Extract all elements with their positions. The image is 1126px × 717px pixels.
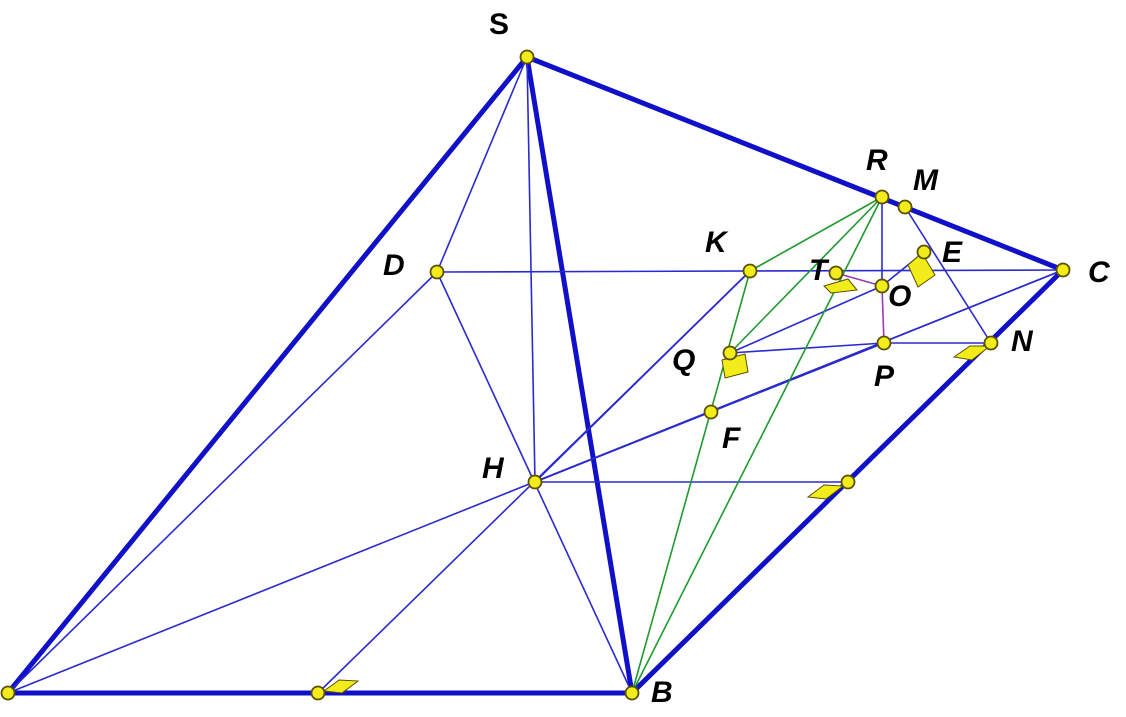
point-B [624,685,640,701]
pyramid-main-edges [5,54,1066,696]
auxiliary-segments [7,56,1064,694]
label-E: E [942,236,963,269]
point-L [840,474,856,490]
point-I [310,685,326,701]
point-O [874,278,890,294]
angle-markers [322,252,992,694]
segment-S-D [436,56,528,273]
segment-Q-R [729,196,883,354]
segment-S-H [526,56,536,483]
edge-S-B [524,54,635,696]
segment-O-P [881,285,885,344]
label-N: N [1011,325,1034,358]
label-O: O [888,280,911,313]
label-S: S [489,8,509,41]
segment-K-B [631,270,751,694]
segment-Q-O [729,285,883,354]
label-C: C [1088,256,1111,289]
edge-S-A [5,54,530,696]
label-H: H [482,452,505,485]
purple-segments [835,272,885,344]
segment-R-B [631,196,883,694]
label-R: R [866,144,888,177]
label-P: P [874,360,895,393]
point-Q [722,345,738,361]
point-D [429,264,445,280]
point-S [519,49,535,65]
segment-Q-P [729,342,885,354]
green-segments [631,196,883,694]
point-C [1055,262,1071,278]
segment-K-R [749,196,883,272]
label-F: F [722,422,741,455]
label-B: B [651,676,673,709]
point-A [0,685,16,701]
point-R [874,189,890,205]
segment-D-A [7,271,438,694]
segment-M-N [904,206,992,344]
parallel-marker-N [952,345,992,361]
label-T: T [809,254,830,287]
point-M [897,199,913,215]
segment-T-O [835,272,883,287]
point-K [742,263,758,279]
edge-S-C [524,54,1066,273]
point-N [983,335,999,351]
label-K: K [705,226,729,259]
label-D: D [383,249,405,282]
point-T [828,265,844,281]
point-labels: S R M E C D K T O Q P N F H B [383,8,1111,709]
point-P [876,335,892,351]
right-angle-marker-E [907,252,936,288]
point-F [703,404,719,420]
label-M: M [913,164,939,197]
parallel-marker-AB [322,679,360,694]
points [0,49,1071,701]
point-H [527,474,543,490]
point-E [916,244,932,260]
label-Q: Q [672,344,695,377]
parallel-marker-T [823,278,858,294]
